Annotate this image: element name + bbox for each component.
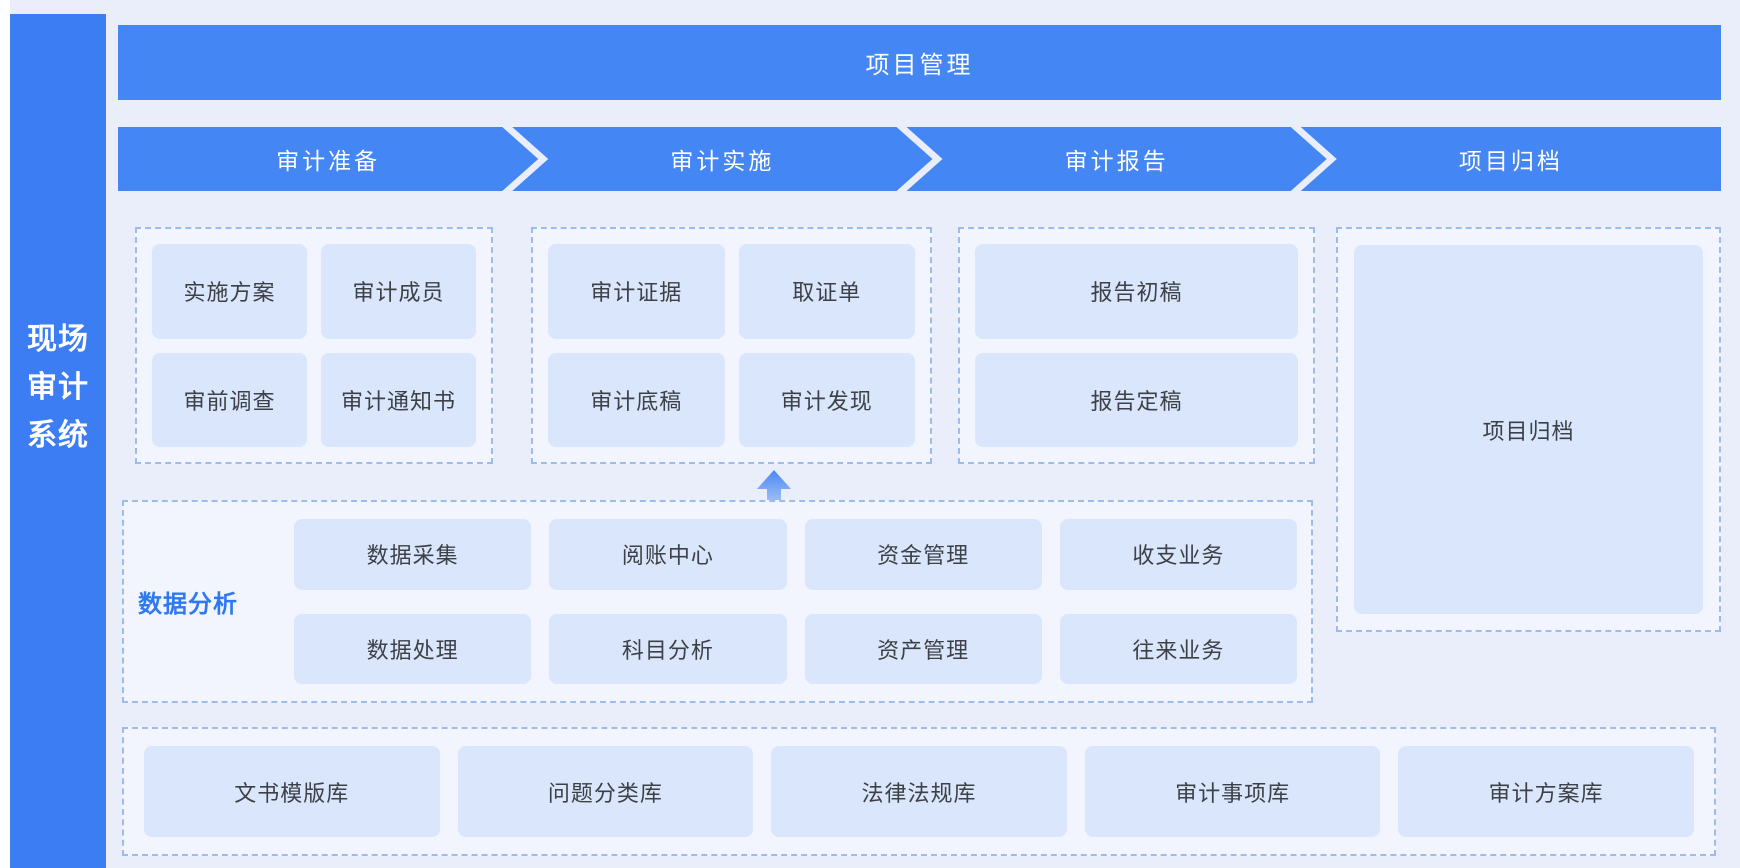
sidebar-title-line: 现场 (27, 323, 89, 356)
project-archive-group: 项目归档 (1336, 227, 1721, 632)
module-box[interactable]: 审计事项库 (1084, 746, 1381, 837)
phase-chevron-audit-implementation[interactable]: 审计实施 (512, 127, 932, 191)
module-box[interactable]: 阅账中心 (549, 519, 787, 590)
module-box[interactable]: 法律法规库 (771, 746, 1067, 837)
module-box[interactable]: 审计证据 (548, 244, 725, 339)
phase-chevron-audit-preparation[interactable]: 审计准备 (118, 127, 538, 191)
module-box[interactable]: 审计方案库 (1398, 746, 1694, 837)
module-box[interactable]: 报告初稿 (975, 244, 1298, 339)
sidebar-title-line: 系统 (27, 419, 89, 452)
data-analysis-group: 数据分析 数据采集 阅账中心 资金管理 收支业务 数据处理 科目分析 资产管理 … (122, 500, 1313, 703)
module-box[interactable]: 资金管理 (804, 519, 1042, 590)
module-box[interactable]: 问题分类库 (457, 746, 754, 837)
module-box[interactable]: 审计底稿 (548, 352, 725, 447)
phase-bar: 审计准备 审计实施 审计报告 项目归档 (118, 127, 1721, 191)
module-box[interactable]: 审前调查 (152, 352, 307, 447)
module-box[interactable]: 收支业务 (1059, 519, 1297, 590)
module-box[interactable]: 实施方案 (152, 244, 307, 339)
project-management-banner[interactable]: 项目管理 (118, 25, 1721, 100)
audit-preparation-group: 实施方案 审计成员 审前调查 审计通知书 (135, 227, 493, 464)
sidebar-system-title: 现场 审计 系统 (10, 14, 106, 868)
module-box[interactable]: 数据采集 (294, 519, 532, 590)
module-box[interactable]: 审计成员 (321, 244, 476, 339)
module-box[interactable]: 审计发现 (738, 352, 915, 447)
audit-report-group: 报告初稿 报告定稿 (958, 227, 1315, 464)
phase-chevron-project-archive[interactable]: 项目归档 (1300, 127, 1721, 191)
library-group: 文书模版库 问题分类库 法律法规库 审计事项库 审计方案库 (122, 727, 1716, 856)
module-box[interactable]: 科目分析 (549, 613, 787, 684)
module-box[interactable]: 报告定稿 (975, 352, 1298, 447)
content-area: 项目管理 审计准备 审计实施 审计报告 项目归档 实施方案 审计成员 审前调查 … (118, 0, 1721, 868)
module-box[interactable]: 文书模版库 (144, 746, 440, 837)
phase-chevron-audit-report[interactable]: 审计报告 (907, 127, 1327, 191)
module-box[interactable]: 资产管理 (804, 613, 1042, 684)
sidebar-title-line: 审计 (27, 371, 89, 404)
data-analysis-label: 数据分析 (138, 591, 238, 618)
module-box[interactable]: 审计通知书 (321, 352, 476, 447)
up-arrow-icon (757, 470, 791, 516)
module-box[interactable]: 数据处理 (294, 613, 532, 684)
module-box[interactable]: 项目归档 (1354, 245, 1703, 614)
module-box[interactable]: 往来业务 (1059, 613, 1297, 684)
module-box[interactable]: 取证单 (738, 244, 915, 339)
audit-implementation-group: 审计证据 取证单 审计底稿 审计发现 (531, 227, 932, 464)
